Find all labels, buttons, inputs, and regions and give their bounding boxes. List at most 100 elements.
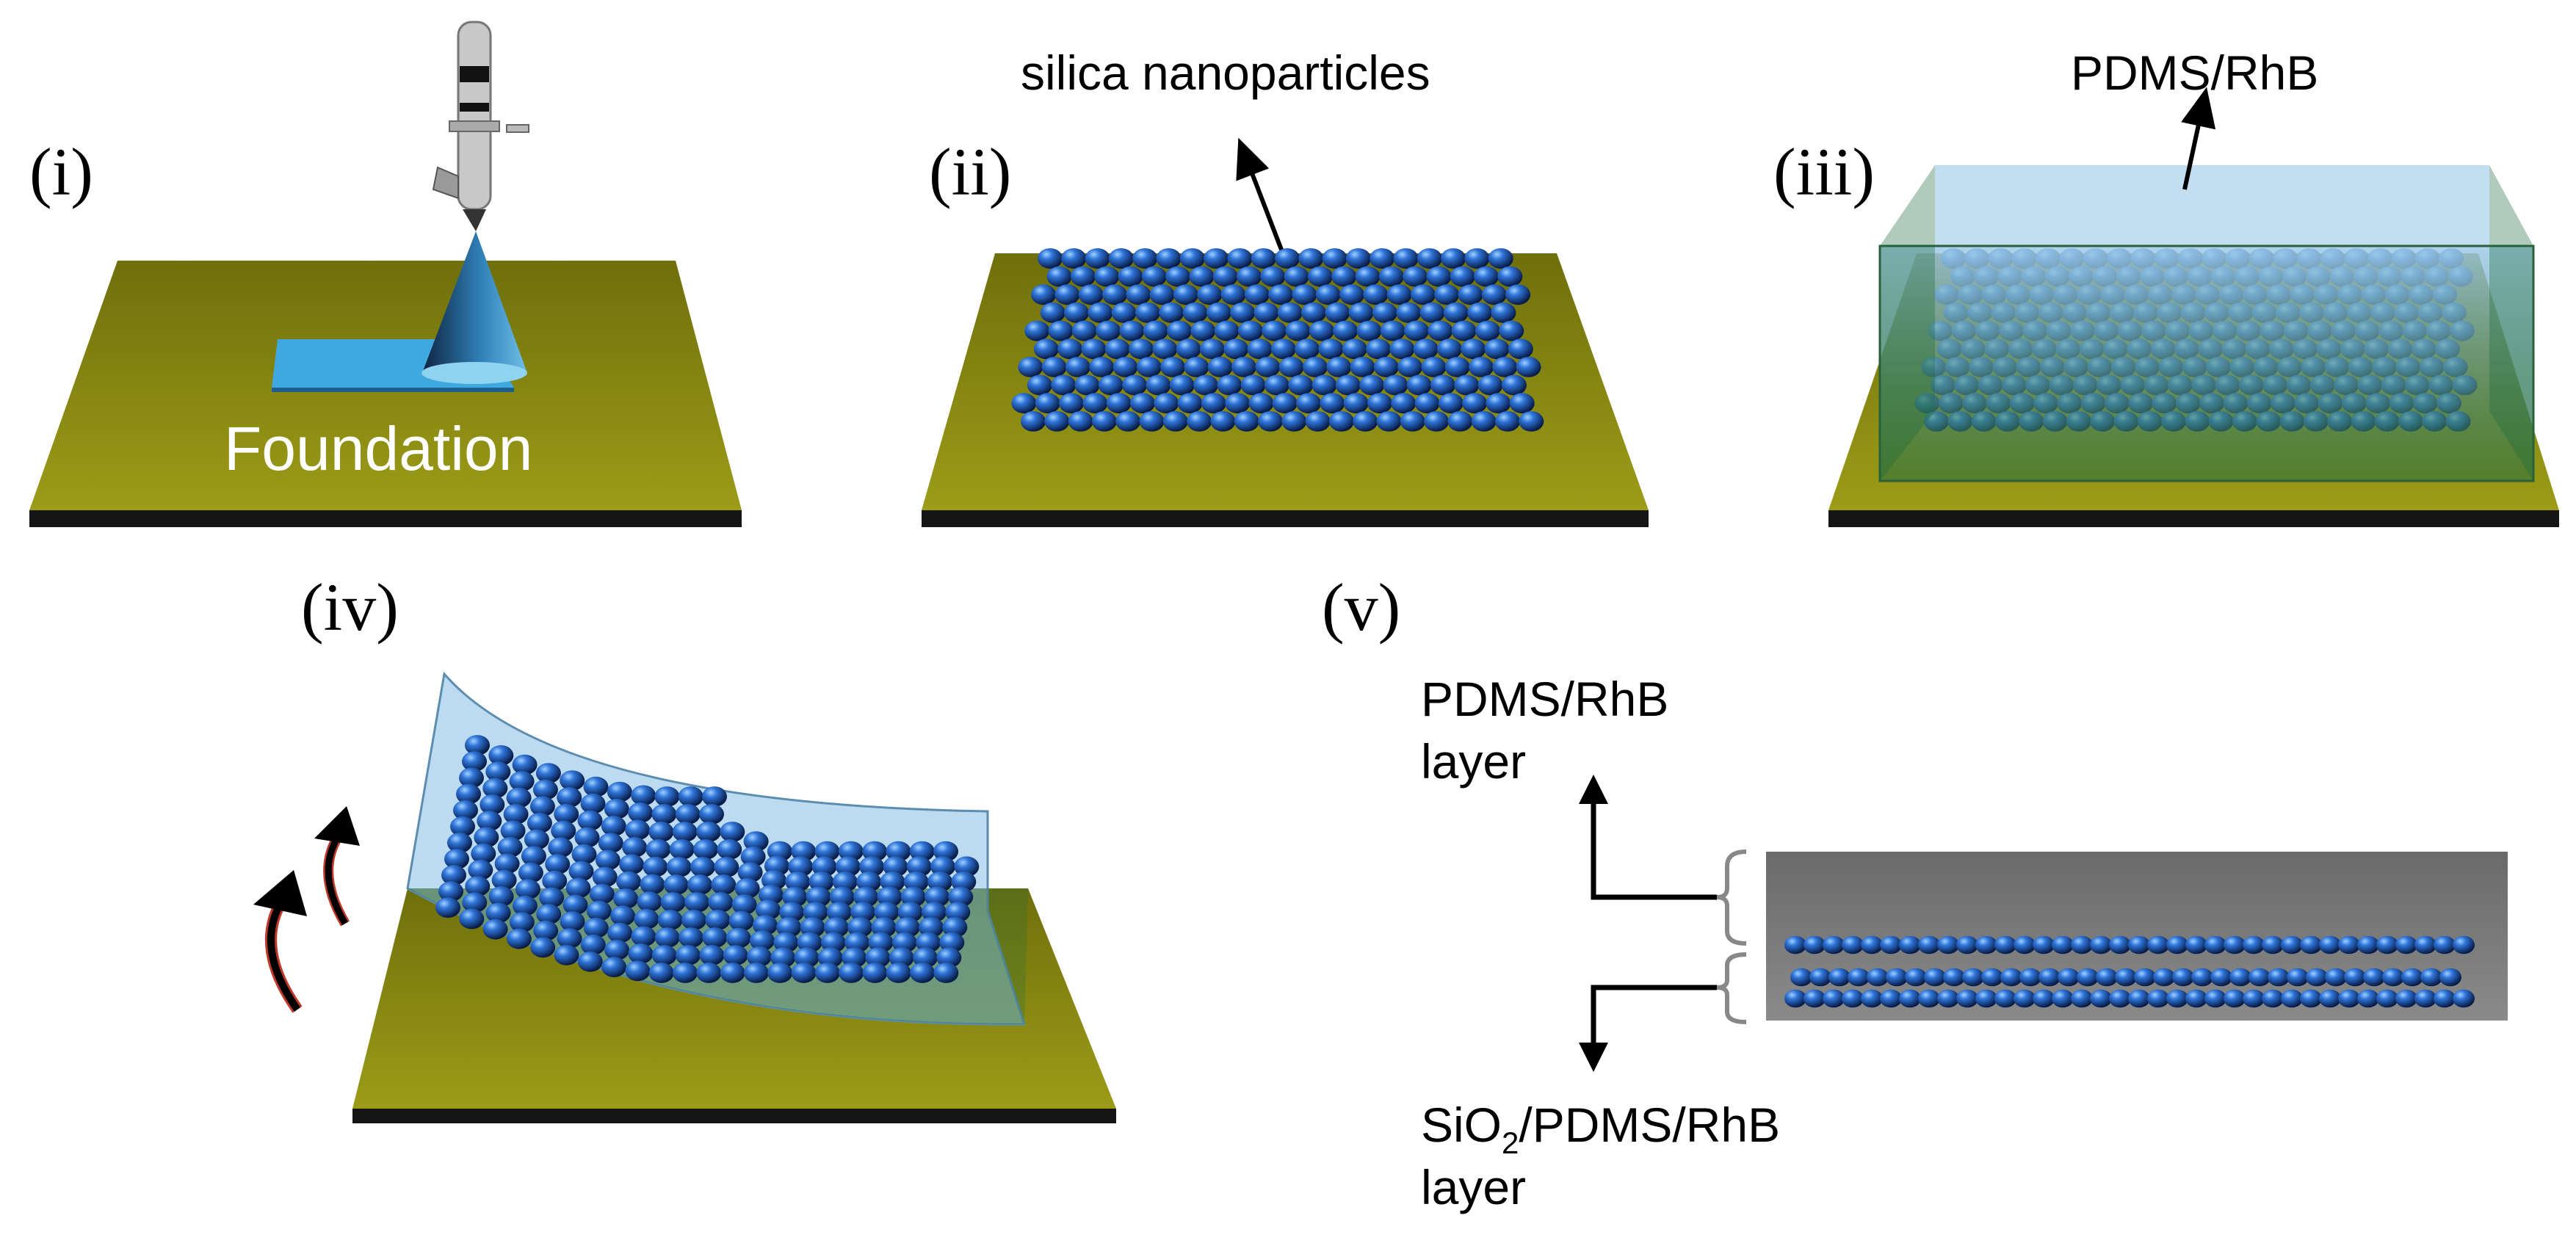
nanoparticle [1115, 411, 1141, 432]
peel-arrow-icon [314, 806, 360, 927]
nanoparticle [1088, 302, 1113, 323]
nanoparticle [2376, 935, 2398, 954]
nanoparticle [684, 892, 709, 913]
nanoparticle [2344, 968, 2366, 987]
nanoparticle [823, 917, 849, 938]
nanoparticle [690, 857, 715, 877]
nanoparticle [2395, 989, 2417, 1008]
nanoparticle [1288, 374, 1314, 396]
nanoparticle [906, 856, 932, 877]
nanoparticle [551, 820, 576, 841]
nanoparticle [524, 829, 549, 850]
nanoparticle [1237, 266, 1262, 287]
nanoparticle [1790, 968, 1812, 987]
nanoparticle [450, 816, 475, 837]
nanoparticle [1031, 284, 1057, 305]
nanoparticle [545, 854, 571, 874]
nanoparticle [2109, 935, 2131, 954]
nanoparticle [663, 874, 689, 895]
nanoparticle [791, 963, 817, 983]
nanoparticle [1302, 357, 1328, 377]
nanoparticle [1011, 393, 1037, 414]
nanoparticle [862, 841, 888, 862]
nanoparticle [1809, 968, 1831, 987]
nanoparticle [628, 802, 654, 823]
nanoparticle [1139, 411, 1165, 432]
nanoparticle [488, 886, 514, 907]
nanoparticle [1905, 968, 1927, 987]
nanoparticle [1353, 411, 1378, 432]
nanoparticle [1311, 374, 1337, 396]
nanoparticle [491, 869, 517, 891]
nanoparticle [1214, 320, 1240, 341]
nanoparticle [678, 786, 703, 807]
nanoparticle [560, 770, 585, 791]
nanoparticle [1275, 248, 1300, 269]
nanoparticle [529, 796, 555, 817]
nanoparticle [800, 917, 825, 938]
nanoparticle [1516, 357, 1541, 377]
nanoparticle [1207, 357, 1233, 377]
nanoparticle [1383, 374, 1408, 396]
nanoparticle [1234, 411, 1259, 432]
nanoparticle [554, 803, 579, 825]
nanoparticle [1828, 968, 1850, 987]
nanoparticle [844, 932, 870, 953]
nanoparticle [1220, 284, 1246, 305]
nanoparticle [1074, 374, 1100, 396]
nanoparticle [1048, 320, 1074, 341]
nanoparticle [909, 841, 935, 862]
nanoparticle [589, 883, 615, 905]
nanoparticle [933, 841, 958, 862]
nanoparticle [1467, 302, 1493, 323]
nanoparticle [1176, 338, 1201, 360]
nanoparticle [2058, 968, 2080, 987]
nanoparticle [1296, 393, 1321, 414]
nanoparticle [1406, 374, 1432, 396]
nanoparticle-block-ii [1011, 248, 1544, 432]
nanoparticle [900, 886, 926, 907]
nanoparticle [1295, 338, 1320, 360]
nanoparticle [1373, 357, 1399, 377]
nanoparticle [1937, 935, 1959, 954]
nanoparticle [2243, 935, 2265, 954]
nanoparticle [2395, 935, 2417, 954]
nanoparticle [1054, 284, 1080, 305]
nanoparticle [1315, 284, 1341, 305]
nanoparticle [1447, 411, 1473, 432]
nanoparticle [1106, 393, 1132, 414]
nanoparticle [794, 947, 820, 968]
nanoparticle [595, 849, 621, 871]
nanoparticle [2281, 935, 2303, 954]
nanoparticle [1924, 968, 1946, 987]
nanoparticle [435, 897, 460, 918]
nanoparticle [660, 892, 686, 913]
nanoparticle [604, 798, 629, 819]
nanoparticle [532, 779, 558, 800]
nanoparticle [1078, 284, 1104, 305]
nanoparticle [619, 854, 645, 875]
nanoparticle [1497, 266, 1523, 287]
nanoparticle [2000, 968, 2022, 987]
nanoparticle [637, 891, 662, 913]
nanoparticle [1278, 357, 1304, 377]
nanoparticle [1193, 374, 1218, 396]
nanoparticle [705, 910, 731, 930]
nanoparticle [2096, 968, 2118, 987]
nanoparticle [820, 932, 846, 953]
panel-iv: (iv) [253, 570, 1116, 1123]
nanoparticle [1414, 393, 1440, 414]
nanoparticle [456, 783, 481, 805]
nanoparticle [1065, 357, 1090, 377]
nanoparticle [734, 878, 760, 899]
nanoparticle [1210, 411, 1236, 432]
nanoparticle [1823, 935, 1845, 954]
nanoparticle [2185, 989, 2207, 1008]
nanoparticle [1059, 393, 1084, 414]
nanoparticle [826, 902, 852, 923]
nanoparticle [1370, 248, 1395, 269]
nanoparticle [512, 895, 538, 916]
nanoparticle [862, 963, 888, 983]
nanoparticle [880, 871, 905, 892]
nanoparticle [785, 871, 811, 892]
